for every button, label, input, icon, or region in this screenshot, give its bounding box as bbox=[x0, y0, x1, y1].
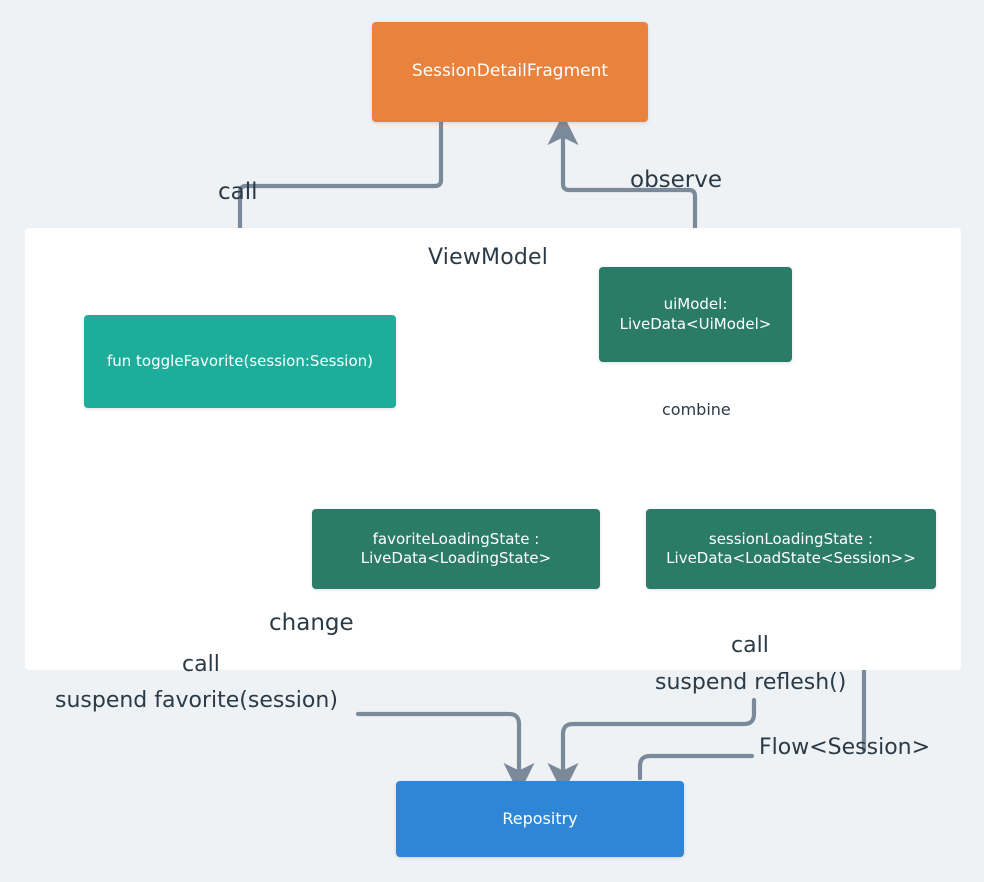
edge-label-observe: observe bbox=[630, 167, 723, 193]
edge-flow-session bbox=[637, 753, 755, 781]
edge-observe bbox=[547, 114, 698, 270]
edge-label-flow-session: Flow<Session> bbox=[759, 735, 931, 760]
edge-label-suspend-favorite: suspend favorite(session) bbox=[55, 688, 338, 713]
node-ui-model-line2: LiveData<UiModel> bbox=[619, 314, 772, 333]
node-repository[interactable]: Repositry bbox=[396, 781, 684, 857]
node-repository-label: Repositry bbox=[502, 808, 578, 828]
node-session-loading-state-line2: LiveData<LoadState<Session>> bbox=[666, 549, 916, 567]
edge-suspend-favorite bbox=[355, 711, 535, 794]
edge-suspend-reflesh bbox=[547, 697, 757, 794]
edge-label-combine: combine bbox=[662, 400, 731, 419]
node-favorite-loading-state[interactable]: favoriteLoadingState : LiveData<LoadingS… bbox=[312, 509, 600, 589]
node-session-detail-fragment[interactable]: SessionDetailFragment bbox=[372, 22, 648, 122]
node-favorite-loading-state-line1: favoriteLoadingState : bbox=[372, 529, 540, 548]
viewmodel-panel bbox=[25, 228, 961, 670]
edge-label-change: change bbox=[269, 610, 354, 636]
node-session-loading-state-line1: sessionLoadingState : bbox=[708, 529, 874, 548]
node-session-loading-state[interactable]: sessionLoadingState : LiveData<LoadState… bbox=[646, 509, 936, 589]
edge-label-call-toggle: call bbox=[218, 179, 258, 205]
node-ui-model-line1: uiModel: bbox=[663, 295, 728, 314]
node-toggle-favorite-label: fun toggleFavorite(session:Session) bbox=[106, 351, 373, 370]
viewmodel-panel-title: ViewModel bbox=[428, 245, 549, 270]
edge-call-toggle bbox=[224, 119, 444, 308]
node-ui-model[interactable]: uiModel: LiveData<UiModel> bbox=[599, 267, 792, 362]
edge-label-suspend-reflesh: suspend reflesh() bbox=[655, 670, 847, 695]
node-session-detail-fragment-label: SessionDetailFragment bbox=[411, 61, 609, 82]
edge-label-call-reflesh: call bbox=[731, 633, 769, 658]
edge-label-call-favorite: call bbox=[182, 652, 220, 677]
node-toggle-favorite[interactable]: fun toggleFavorite(session:Session) bbox=[84, 315, 396, 408]
node-favorite-loading-state-line2: LiveData<LoadingState> bbox=[360, 549, 552, 567]
